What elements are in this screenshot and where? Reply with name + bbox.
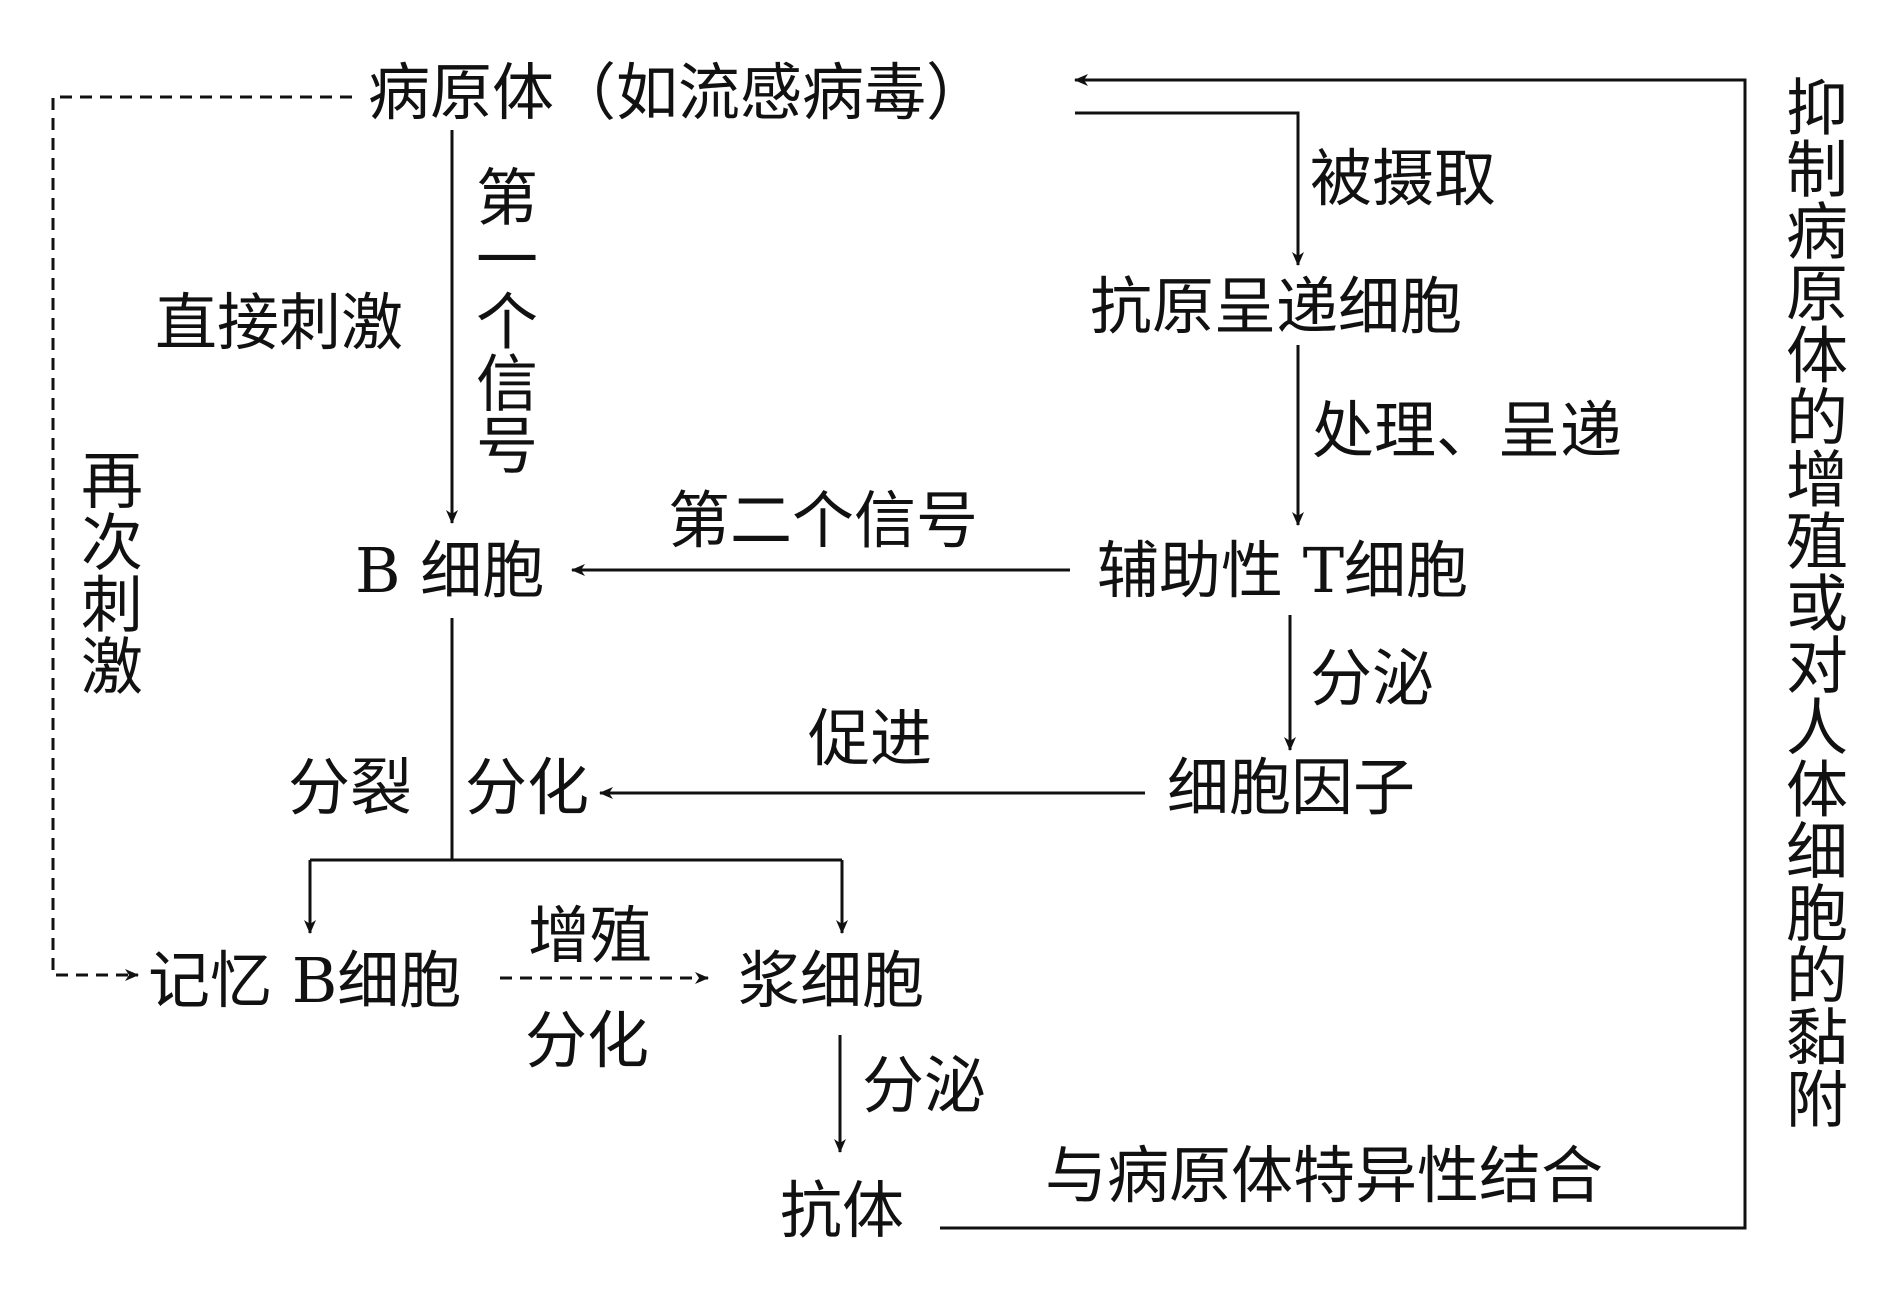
label-specific-binding: 与病原体特异性结合: [1045, 1139, 1604, 1212]
label-second-signal: 第二个信号: [668, 484, 979, 557]
node-cytokine: 细胞因子: [1167, 751, 1416, 824]
label-restimulation: 再次刺激: [70, 448, 143, 696]
node-plasma-cell: 浆细胞: [738, 944, 925, 1017]
arrow-pathogen-to-apc: [1075, 111, 1304, 266]
node-pathogen: 病原体（如流感病毒）: [368, 56, 989, 129]
arrow-antibody-to-pathogen: [940, 74, 1747, 1230]
label-first-signal: 第一个信号: [465, 165, 538, 475]
arrow-restimulation: [51, 95, 352, 981]
label-proliferate: 增殖: [528, 899, 653, 972]
node-helper-t-cell: 辅助性 T细胞: [1097, 534, 1469, 607]
label-engulfed: 被摄取: [1310, 142, 1497, 215]
label-differentiate: 分化: [465, 751, 590, 824]
node-b-cell: B 细胞: [355, 534, 545, 607]
label-inhibit: 抑制病原体的增殖或对人体细胞的黏附: [1775, 75, 1848, 1129]
node-apc: 抗原呈递细胞: [1090, 270, 1463, 343]
label-process-present: 处理、呈递: [1312, 394, 1623, 467]
label-divide: 分裂: [288, 751, 413, 824]
label-promote: 促进: [808, 702, 933, 775]
node-antibody: 抗体: [780, 1174, 905, 1247]
label-differentiate-memory: 分化: [525, 1004, 650, 1077]
label-secrete-cytokine: 分泌: [1310, 642, 1435, 715]
label-direct-stimulation: 直接刺激: [155, 286, 404, 359]
label-secrete-antibody: 分泌: [862, 1049, 987, 1122]
node-memory-b-cell: 记忆 B细胞: [148, 944, 462, 1017]
